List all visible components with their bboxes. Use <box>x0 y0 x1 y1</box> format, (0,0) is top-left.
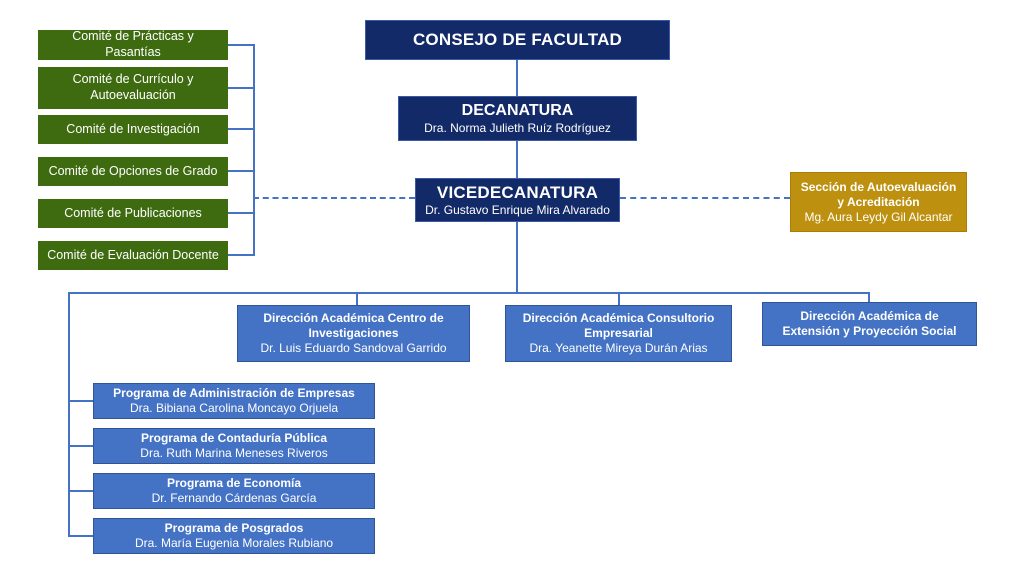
connector-line <box>228 87 255 89</box>
connector-line <box>516 60 518 96</box>
connector-line <box>68 490 93 492</box>
node-title: VICEDECANATURA <box>436 182 599 202</box>
node-person: Dra. Ruth Marina Meneses Riveros <box>140 446 328 460</box>
node-title: Comité de Currículo y Autoevaluación <box>72 72 194 102</box>
org-node-programa-posgrados: Programa de Posgrados Dra. María Eugenia… <box>93 518 375 554</box>
org-node-comite-evaluacion-docente: Comité de Evaluación Docente <box>38 241 228 270</box>
node-person: Dra. Bibiana Carolina Moncayo Orjuela <box>129 401 339 415</box>
node-person: Dra. María Eugenia Morales Rubiano <box>134 536 334 550</box>
node-person: Dra. Yeanette Mireya Durán Arias <box>529 341 708 355</box>
node-person: Mg. Aura Leydy Gil Alcantar <box>804 209 953 224</box>
node-title: Comité de Investigación <box>66 121 200 136</box>
node-title: Dirección Académica de Extensión y Proye… <box>782 309 957 338</box>
node-title: Sección de Autoevaluación y Acreditación <box>800 179 957 209</box>
connector-line <box>356 292 358 305</box>
node-title: Dirección Académica Centro de Investigac… <box>263 311 444 340</box>
node-person: Dr. Gustavo Enrique Mira Alvarado <box>425 203 610 218</box>
connector-line <box>228 170 255 172</box>
node-person: Dr. Fernando Cárdenas García <box>151 491 317 505</box>
connector-line <box>228 212 255 214</box>
org-node-consejo-facultad: CONSEJO DE FACULTAD <box>365 20 670 60</box>
connector-line <box>253 44 255 256</box>
connector-line <box>68 400 93 402</box>
connector-line <box>228 128 255 130</box>
node-person: Dra. Norma Julieth Ruíz Rodríguez <box>424 121 611 135</box>
connector-line <box>68 292 870 294</box>
org-node-comite-opciones-grado: Comité de Opciones de Grado <box>38 157 228 186</box>
node-title: DECANATURA <box>461 102 574 119</box>
connector-line <box>516 222 518 293</box>
node-title: Comité de Opciones de Grado <box>48 163 218 178</box>
node-title: Dirección Académica Consultorio Empresar… <box>522 311 715 340</box>
connector-line <box>68 292 70 537</box>
connector-line <box>228 44 255 46</box>
connector-line <box>618 292 620 305</box>
node-title: Comité de Prácticas y Pasantías <box>72 29 194 59</box>
org-node-direccion-consultorio-empresarial: Dirección Académica Consultorio Empresar… <box>505 305 732 362</box>
org-node-programa-administracion: Programa de Administración de Empresas D… <box>93 383 375 419</box>
node-person: Dr. Luis Eduardo Sandoval Garrido <box>260 341 447 355</box>
org-node-comite-investigacion: Comité de Investigación <box>38 115 228 144</box>
org-node-programa-economia: Programa de Economía Dr. Fernando Cárden… <box>93 473 375 509</box>
connector-line <box>68 535 93 537</box>
org-node-direccion-centro-investigaciones: Dirección Académica Centro de Investigac… <box>237 305 470 362</box>
connector-dashed-right <box>620 197 790 199</box>
org-node-comite-practicas: Comité de Prácticas y Pasantías <box>38 29 228 60</box>
org-node-programa-contaduria: Programa de Contaduría Pública Dra. Ruth… <box>93 428 375 464</box>
node-title: CONSEJO DE FACULTAD <box>412 30 623 50</box>
org-node-direccion-extension: Dirección Académica de Extensión y Proye… <box>762 302 977 346</box>
org-node-decanatura: DECANATURA Dra. Norma Julieth Ruíz Rodrí… <box>398 96 637 141</box>
org-node-seccion-autoevaluacion: Sección de Autoevaluación y Acreditación… <box>790 172 967 232</box>
org-node-comite-publicaciones: Comité de Publicaciones <box>38 199 228 228</box>
node-title: Programa de Economía <box>166 476 302 490</box>
org-node-comite-curriculo: Comité de Currículo y Autoevaluación <box>38 67 228 109</box>
connector-line <box>68 445 93 447</box>
node-title: Comité de Publicaciones <box>64 205 202 220</box>
connector-line <box>228 254 255 256</box>
connector-line <box>868 292 870 303</box>
node-title: Programa de Posgrados <box>164 521 304 535</box>
node-title: Programa de Contaduría Pública <box>140 431 328 445</box>
connector-line <box>516 141 518 178</box>
org-node-vicedecanatura: VICEDECANATURA Dr. Gustavo Enrique Mira … <box>415 178 620 222</box>
connector-dashed-left <box>253 197 415 199</box>
node-title: Comité de Evaluación Docente <box>47 247 219 262</box>
node-title: Programa de Administración de Empresas <box>113 386 355 400</box>
